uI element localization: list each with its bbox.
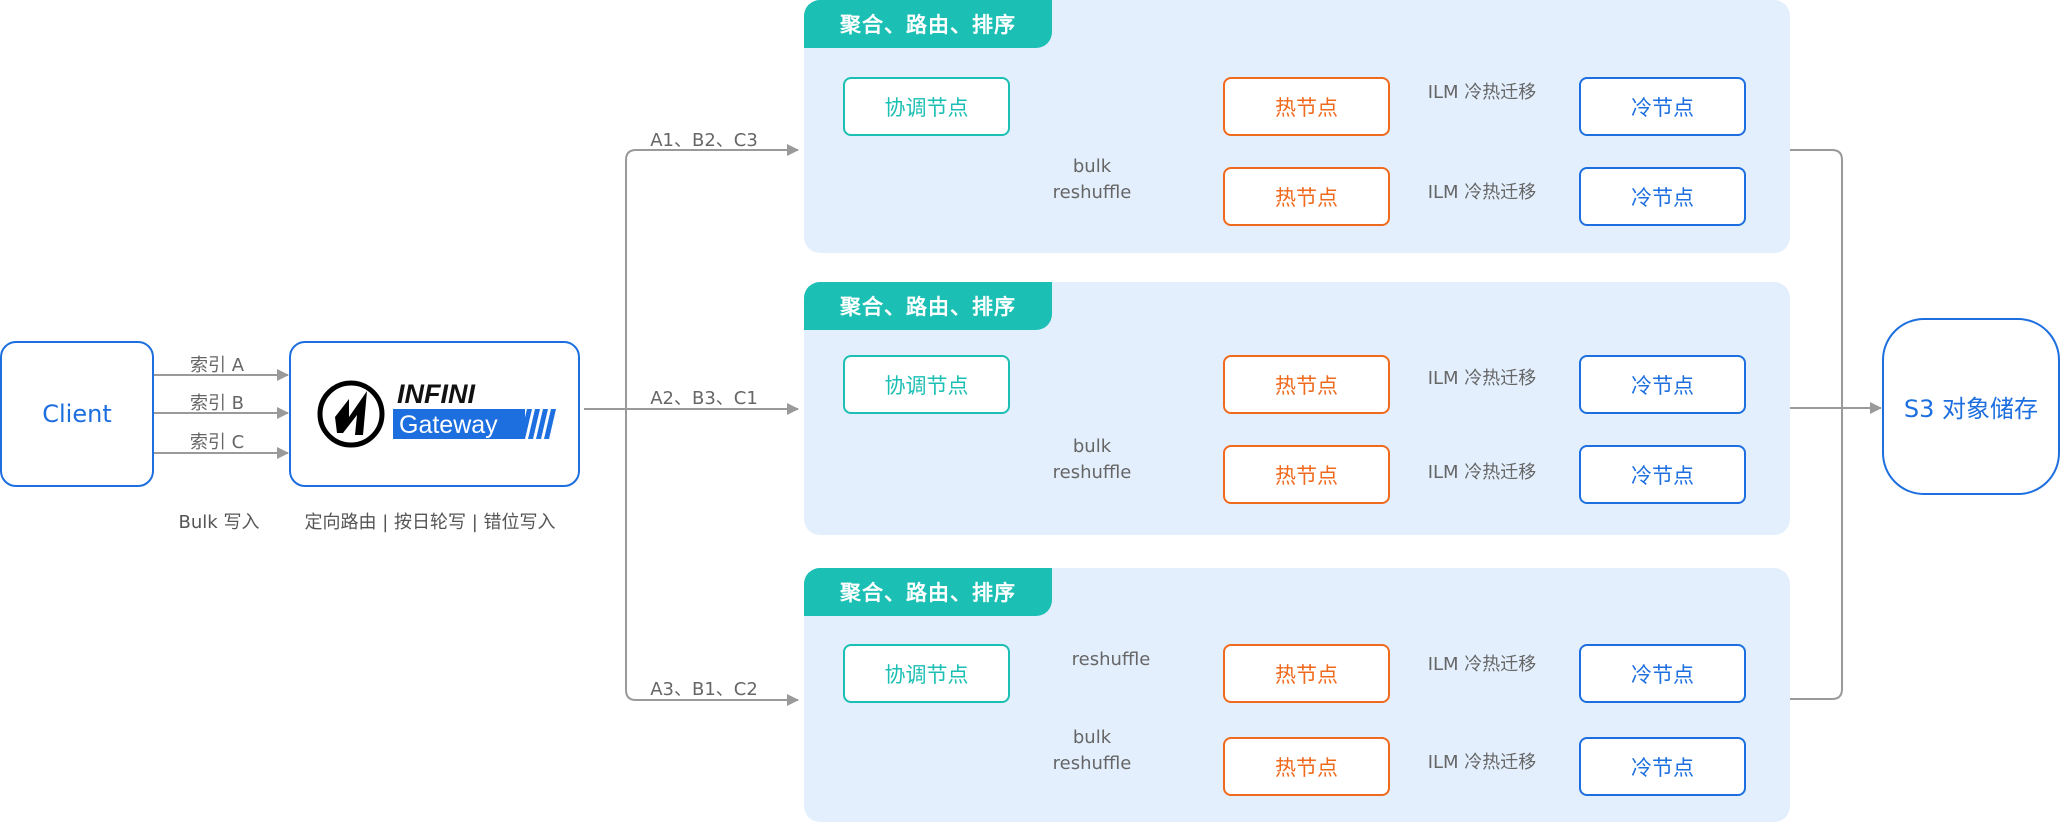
logo-blue-bar xyxy=(392,409,525,439)
node-label: 协调节点 xyxy=(884,662,969,687)
cluster-2-hot-node-2[interactable]: 热节点 xyxy=(1223,445,1390,504)
node-label: 冷节点 xyxy=(1631,95,1694,120)
cluster-1-ilm-label-1: ILM 冷热迁移 xyxy=(1427,82,1537,103)
index-b-label: 索引 B xyxy=(189,393,245,414)
cluster-3-ilm-label-1: ILM 冷热迁移 xyxy=(1427,654,1537,675)
cluster-2-ilm-label-1: ILM 冷热迁移 xyxy=(1427,368,1537,389)
s3-storage-node[interactable]: S3 对象储存 xyxy=(1882,318,2060,495)
logo-infini-text: INFINI xyxy=(397,379,475,409)
node-label: 协调节点 xyxy=(884,95,969,120)
route-1-label: A1、B2、C3 xyxy=(650,130,758,151)
client-node[interactable]: Client xyxy=(0,341,154,487)
node-label: 冷节点 xyxy=(1631,463,1694,488)
cluster-3-hot-node-1[interactable]: 热节点 xyxy=(1223,644,1390,703)
cluster-2-hot-node-1[interactable]: 热节点 xyxy=(1223,355,1390,414)
cluster-1-coordinator-node[interactable]: 协调节点 xyxy=(843,77,1010,136)
node-label: 热节点 xyxy=(1275,95,1338,120)
cluster-2-cold-node-1[interactable]: 冷节点 xyxy=(1579,355,1746,414)
cluster-3-edge-label-line1: bulk xyxy=(1072,727,1112,748)
index-c-label: 索引 C xyxy=(189,432,245,453)
cluster-2-edge-label-line1: bulk xyxy=(1072,436,1112,457)
cluster-1-ilm-label-2: ILM 冷热迁移 xyxy=(1427,182,1537,203)
infini-gateway-logo: INFINI Gateway xyxy=(317,379,556,448)
client-label: Client xyxy=(42,400,112,428)
node-label: 冷节点 xyxy=(1631,755,1694,780)
node-label: 热节点 xyxy=(1275,755,1338,780)
cluster-2-coordinator-node[interactable]: 协调节点 xyxy=(843,355,1010,414)
cluster-2-cold-node-2[interactable]: 冷节点 xyxy=(1579,445,1746,504)
route-2-label: A2、B3、C1 xyxy=(650,388,758,409)
cluster-3-tab: 聚合、路由、排序 xyxy=(804,568,1052,616)
node-label: 冷节点 xyxy=(1631,662,1694,687)
node-label: 协调节点 xyxy=(884,373,969,398)
s3-storage-label: S3 对象储存 xyxy=(1903,395,2039,423)
node-label: 热节点 xyxy=(1275,185,1338,210)
cluster-3-coordinator-node[interactable]: 协调节点 xyxy=(843,644,1010,703)
route-1-arrow xyxy=(625,144,799,409)
infini-n-icon xyxy=(317,380,384,448)
logo-slashes-icon xyxy=(519,409,556,439)
cluster-2-tab: 聚合、路由、排序 xyxy=(804,282,1052,330)
cluster-2-edge-label-line2: reshuffle xyxy=(1052,462,1132,483)
node-label: 冷节点 xyxy=(1631,185,1694,210)
node-label: 热节点 xyxy=(1275,373,1338,398)
node-label: 热节点 xyxy=(1275,662,1338,687)
gateway-node[interactable]: INFINI Gateway xyxy=(289,341,580,487)
c1-to-storage-wire xyxy=(1790,149,1843,700)
cluster-1-edge-label-line2: reshuffle xyxy=(1052,182,1132,203)
bulk-write-caption: Bulk 写入 xyxy=(178,512,260,533)
cluster-1-tab: 聚合、路由、排序 xyxy=(804,0,1052,48)
cluster-3-cold-node-1[interactable]: 冷节点 xyxy=(1579,644,1746,703)
cluster-1-cold-node-1[interactable]: 冷节点 xyxy=(1579,77,1746,136)
gateway-features-caption: 定向路由 | 按日轮写 | 错位写入 xyxy=(304,512,556,533)
cluster-2-ilm-label-2: ILM 冷热迁移 xyxy=(1427,462,1537,483)
cluster-3-edge-label-line2: reshuffle xyxy=(1052,753,1132,774)
cluster-3-edge-top-label: reshuffle xyxy=(1071,649,1151,670)
cluster-1-hot-node-1[interactable]: 热节点 xyxy=(1223,77,1390,136)
cluster-1-cold-node-2[interactable]: 冷节点 xyxy=(1579,167,1746,226)
cluster-3-ilm-label-2: ILM 冷热迁移 xyxy=(1427,752,1537,773)
cluster-1-hot-node-2[interactable]: 热节点 xyxy=(1223,167,1390,226)
cluster-3-hot-node-2[interactable]: 热节点 xyxy=(1223,737,1390,796)
route-3-arrow xyxy=(625,409,799,706)
route-3-label: A3、B1、C2 xyxy=(650,679,758,700)
logo-gateway-text: Gateway xyxy=(399,411,498,439)
node-label: 热节点 xyxy=(1275,463,1338,488)
index-a-label: 索引 A xyxy=(189,355,245,376)
node-label: 冷节点 xyxy=(1631,373,1694,398)
cluster-3-cold-node-2[interactable]: 冷节点 xyxy=(1579,737,1746,796)
cluster-1-edge-label-line1: bulk xyxy=(1072,156,1112,177)
